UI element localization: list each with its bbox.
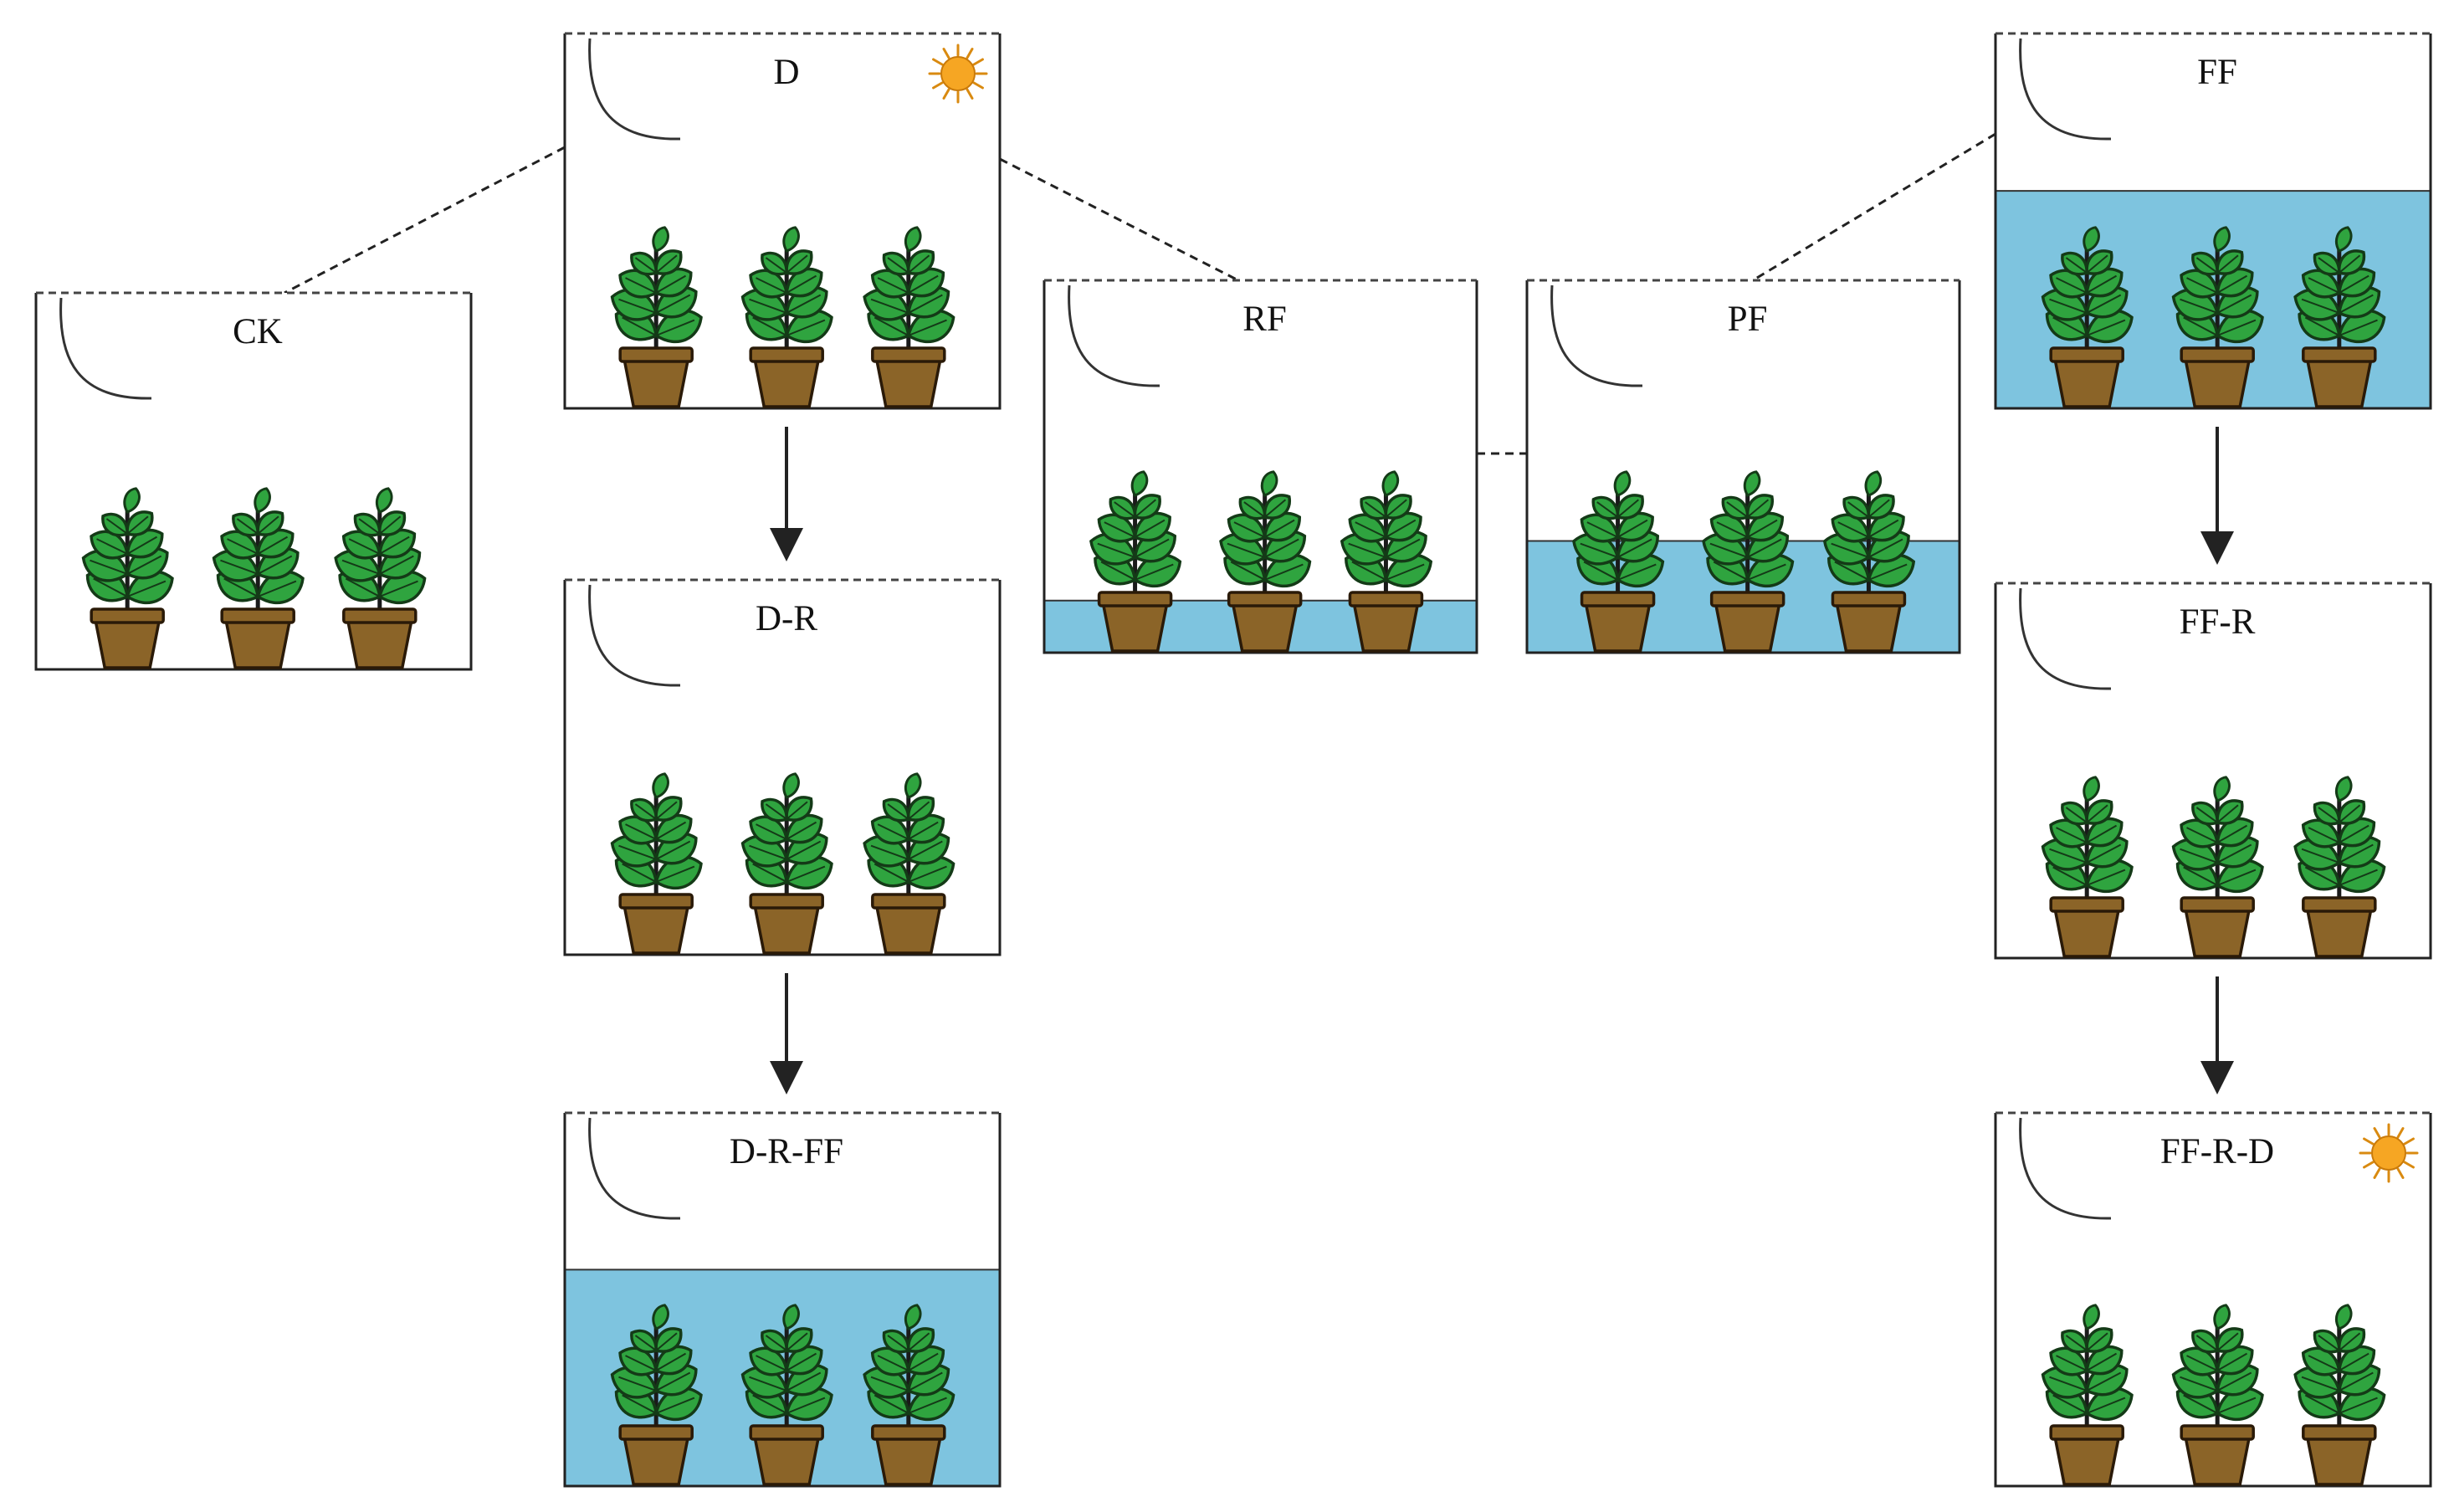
plant-icon xyxy=(2041,226,2134,408)
sun-icon xyxy=(928,44,988,104)
plant-icon xyxy=(1089,470,1182,653)
box-d: D xyxy=(563,32,1002,410)
pot-icon xyxy=(342,607,418,669)
box-label: RF xyxy=(1242,300,1287,339)
plant-icon xyxy=(2171,226,2264,408)
box-label: PF xyxy=(1728,300,1768,339)
plant-icon xyxy=(1219,470,1312,653)
plant-icon xyxy=(1702,470,1795,653)
pot-icon xyxy=(2049,346,2124,408)
pot-icon xyxy=(749,346,824,408)
plant-icon xyxy=(1572,470,1665,653)
sun-icon xyxy=(2359,1123,2419,1183)
plant-icon xyxy=(1822,470,1916,653)
dashed-link-d-rf xyxy=(999,157,1239,282)
box-label: D xyxy=(773,53,799,92)
pot-icon xyxy=(1227,591,1303,653)
pot-icon xyxy=(2302,1424,2377,1486)
pot-icon xyxy=(2180,1424,2255,1486)
plant-icon xyxy=(2171,776,2264,958)
pot-icon xyxy=(749,1424,824,1486)
pot-icon xyxy=(871,893,946,955)
pot-icon xyxy=(871,1424,946,1486)
arrows-layer xyxy=(770,427,2234,1094)
pot-icon xyxy=(871,346,946,408)
boxes-layer: CK D D-R D-R-FF RF PF FF FF-R FF-R-D xyxy=(34,32,2432,1488)
arrow-ff-ff-r xyxy=(2200,427,2234,565)
plant-icon xyxy=(2293,226,2386,408)
plant-icon xyxy=(212,487,305,669)
plant-icon xyxy=(1340,470,1433,653)
pot-icon xyxy=(2180,896,2255,958)
pot-icon xyxy=(2302,896,2377,958)
box-d-r-ff: D-R-FF xyxy=(563,1111,1002,1488)
arrow-d-r-d-r-ff xyxy=(770,973,803,1094)
faucet-hook-icon xyxy=(588,38,681,141)
arrow-d-d-r xyxy=(770,427,803,561)
pot-icon xyxy=(1831,591,1907,653)
arrow-ff-r-ff-r-d xyxy=(2200,976,2234,1094)
pot-icon xyxy=(2302,346,2377,408)
plant-icon xyxy=(334,487,427,669)
box-label: D-R xyxy=(756,599,817,638)
dashed-links-layer xyxy=(284,132,1996,455)
plant-icon xyxy=(610,1304,703,1486)
pot-icon xyxy=(1097,591,1173,653)
plant-icon xyxy=(863,772,955,955)
plant-icon xyxy=(740,1304,833,1486)
box-ck: CK xyxy=(34,291,473,671)
plant-icon xyxy=(740,772,833,955)
faucet-hook-icon xyxy=(2019,587,2112,690)
plant-icon xyxy=(2293,776,2386,958)
plant-icon xyxy=(740,226,833,408)
plant-icon xyxy=(2293,1304,2386,1486)
plant-icon xyxy=(81,487,174,669)
pot-icon xyxy=(2049,1424,2124,1486)
box-label: D-R-FF xyxy=(730,1132,843,1171)
box-pf: PF xyxy=(1525,279,1961,654)
box-label: FF xyxy=(2197,53,2237,92)
box-label: FF-R-D xyxy=(2160,1132,2274,1171)
box-d-r: D-R xyxy=(563,578,1002,956)
pot-icon xyxy=(618,346,694,408)
box-rf: RF xyxy=(1043,279,1478,654)
pot-icon xyxy=(618,1424,694,1486)
pot-icon xyxy=(90,607,165,669)
dashed-link-d-ck xyxy=(284,146,566,295)
pot-icon xyxy=(2049,896,2124,958)
box-label: FF-R xyxy=(2180,602,2256,642)
faucet-hook-icon xyxy=(59,297,152,400)
plant-icon xyxy=(863,226,955,408)
plant-icon xyxy=(863,1304,955,1486)
pot-icon xyxy=(749,893,824,955)
faucet-hook-icon xyxy=(1550,284,1643,387)
faucet-hook-icon xyxy=(1068,284,1160,387)
faucet-hook-icon xyxy=(2019,1117,2112,1220)
plant-icon xyxy=(610,772,703,955)
pot-icon xyxy=(220,607,295,669)
plant-icon xyxy=(610,226,703,408)
faucet-hook-icon xyxy=(588,1117,681,1220)
box-label: CK xyxy=(233,312,283,351)
plant-icon xyxy=(2041,1304,2134,1486)
dashed-link-ff-pf xyxy=(1752,132,1996,282)
faucet-hook-icon xyxy=(2019,38,2112,141)
faucet-hook-icon xyxy=(588,584,681,687)
box-ff-r-d: FF-R-D xyxy=(1994,1111,2432,1488)
plant-icon xyxy=(2041,776,2134,958)
pot-icon xyxy=(1348,591,1424,653)
box-ff: FF xyxy=(1994,32,2432,410)
pot-icon xyxy=(1709,591,1785,653)
pot-icon xyxy=(2180,346,2255,408)
pot-icon xyxy=(1580,591,1656,653)
plant-icon xyxy=(2171,1304,2264,1486)
box-ff-r: FF-R xyxy=(1994,582,2432,960)
pot-icon xyxy=(618,893,694,955)
